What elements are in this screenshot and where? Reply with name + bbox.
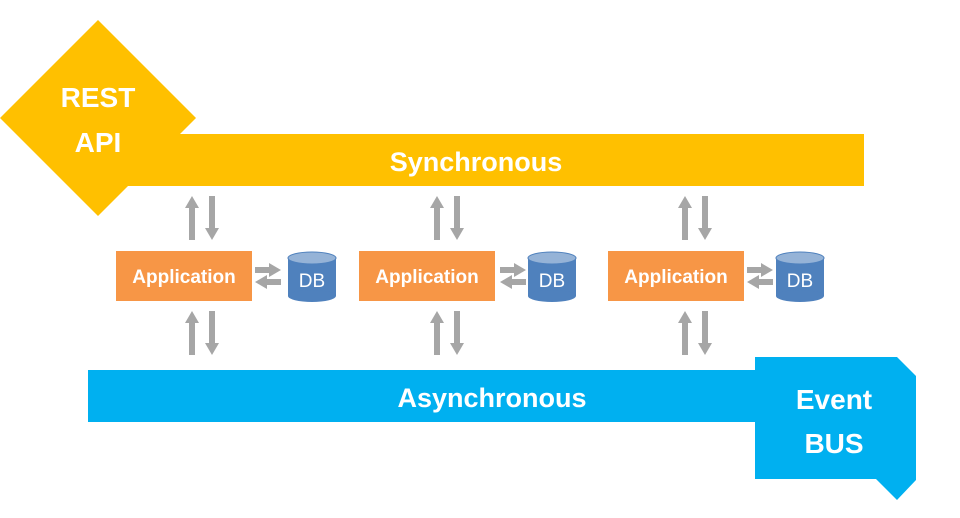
arrow-up-icon	[185, 311, 199, 355]
arrow-up-icon	[678, 311, 692, 355]
arrow-left-icon	[747, 275, 773, 289]
arrow-down-icon	[698, 196, 712, 240]
arrow-up-icon	[678, 196, 692, 240]
event-bus-shape	[755, 357, 916, 500]
arrow-left-icon	[255, 275, 281, 289]
sync-link-arrows	[678, 196, 712, 240]
synchronous-label: Synchronous	[390, 147, 563, 177]
asynchronous-bar	[88, 370, 788, 422]
synchronous-bar	[100, 134, 864, 186]
service-3: Application DB	[608, 196, 825, 355]
arrow-left-icon	[500, 275, 526, 289]
database-cylinder-icon	[527, 251, 577, 302]
rest-api-diamond	[0, 20, 196, 216]
application-box	[116, 251, 252, 301]
async-link-arrows	[678, 311, 712, 355]
arrow-right-icon	[255, 263, 281, 277]
async-link-arrows	[185, 311, 219, 355]
async-link-arrows	[430, 311, 464, 355]
arrow-up-icon	[430, 196, 444, 240]
sync-link-arrows	[430, 196, 464, 240]
application-label: Application	[132, 267, 235, 288]
synchronous-bus: Synchronous	[100, 134, 864, 186]
application-label: Application	[375, 267, 478, 288]
event-bus-line1: Event	[796, 384, 872, 415]
arrow-down-icon	[450, 196, 464, 240]
application-box	[608, 251, 744, 301]
arrow-up-icon	[430, 311, 444, 355]
database-cylinder-icon	[775, 251, 825, 302]
db-label: DB	[787, 271, 813, 292]
application-box	[359, 251, 495, 301]
arrow-down-icon	[205, 196, 219, 240]
db-label: DB	[539, 271, 565, 292]
arrow-up-icon	[185, 196, 199, 240]
db-label: DB	[299, 271, 325, 292]
db-link-arrows	[747, 263, 773, 289]
rest-api-line2: API	[75, 127, 122, 158]
asynchronous-label: Asynchronous	[397, 383, 586, 413]
service-1: Application DB	[116, 196, 337, 355]
arrow-right-icon	[500, 263, 526, 277]
event-bus-line2: BUS	[804, 428, 863, 459]
arrow-right-icon	[747, 263, 773, 277]
arrow-down-icon	[205, 311, 219, 355]
db-link-arrows	[500, 263, 526, 289]
database-cylinder-icon	[287, 251, 337, 302]
sync-link-arrows	[185, 196, 219, 240]
event-bus-badge: Event BUS	[755, 357, 916, 500]
arrow-down-icon	[450, 311, 464, 355]
arrow-down-icon	[698, 311, 712, 355]
service-2: Application DB	[359, 196, 577, 355]
rest-api-line1: REST	[61, 82, 136, 113]
asynchronous-bus: Asynchronous	[88, 370, 788, 422]
db-link-arrows	[255, 263, 281, 289]
rest-api-badge: REST API	[0, 20, 196, 216]
application-label: Application	[624, 267, 727, 288]
